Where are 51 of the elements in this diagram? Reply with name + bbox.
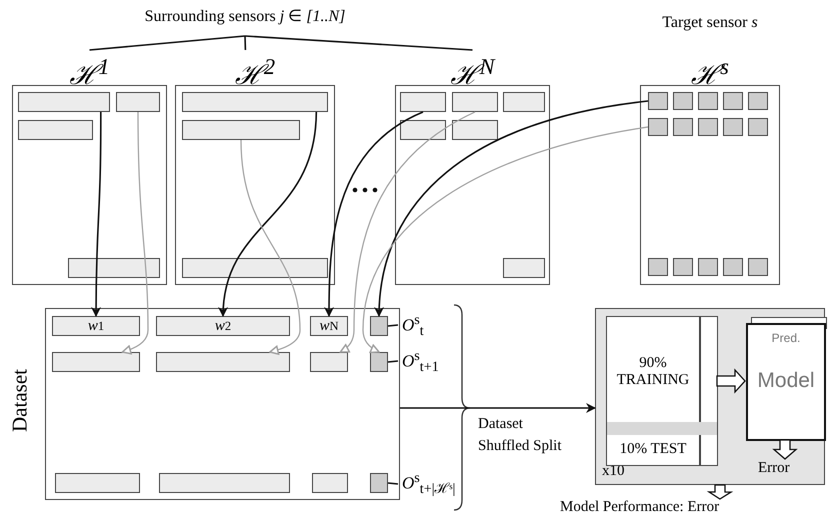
arrow [91, 112, 102, 317]
data-cell [452, 92, 498, 112]
arrow [374, 100, 648, 317]
leader-line [388, 324, 398, 327]
arrow [218, 112, 318, 317]
leader-line [388, 360, 398, 363]
text-label: Model Performance: Error [560, 499, 780, 518]
data-cell [182, 120, 300, 140]
data-cell [55, 473, 140, 493]
block-arrow [706, 484, 734, 500]
split-box [606, 316, 718, 466]
data-cell [312, 473, 348, 493]
data-cell [370, 316, 388, 336]
data-cell [18, 92, 110, 112]
data-cell [370, 473, 388, 493]
bracket-line [244, 36, 246, 50]
arrow [240, 140, 301, 355]
sensor-label: ℋ$^{1}$ [68, 53, 111, 84]
text-label: Error [758, 460, 808, 482]
model-caption: Pred. [770, 331, 802, 345]
arrow [400, 403, 596, 413]
sensor-label: ℋ$^{2}$ [234, 53, 276, 84]
caption-text: Target sensor s [661, 14, 759, 32]
axis-title: Dataset [8, 368, 32, 434]
repeat-panel [595, 308, 825, 485]
text-label: Surrounding sensors j ∈ [1..N] [100, 6, 390, 36]
bracket-line [244, 35, 473, 51]
sensor-label: ℋ$^{N}$ [449, 53, 496, 84]
data-cell [159, 473, 290, 493]
arrow [340, 111, 476, 353]
data-cell [648, 118, 668, 136]
split-label: 90% TRAINING [616, 355, 690, 389]
data-cell [116, 92, 160, 112]
data-cell [648, 92, 668, 110]
model-box [746, 323, 826, 441]
model-title: Model [756, 369, 816, 393]
data-cell [156, 352, 290, 372]
arrow [362, 126, 648, 353]
sensor-label: ℋ$^{s}$ [690, 53, 730, 84]
block-arrow [716, 368, 746, 394]
split-label: 10% TEST [618, 441, 688, 458]
arrow [324, 111, 424, 317]
bracket-line [89, 35, 246, 51]
data-cell [52, 352, 140, 372]
block-arrow [772, 439, 798, 460]
data-cell [400, 92, 446, 112]
arrow [122, 112, 149, 354]
data-cell [370, 352, 388, 372]
data-cell [182, 92, 328, 112]
data-cell [310, 352, 348, 372]
leader-line [388, 482, 398, 485]
